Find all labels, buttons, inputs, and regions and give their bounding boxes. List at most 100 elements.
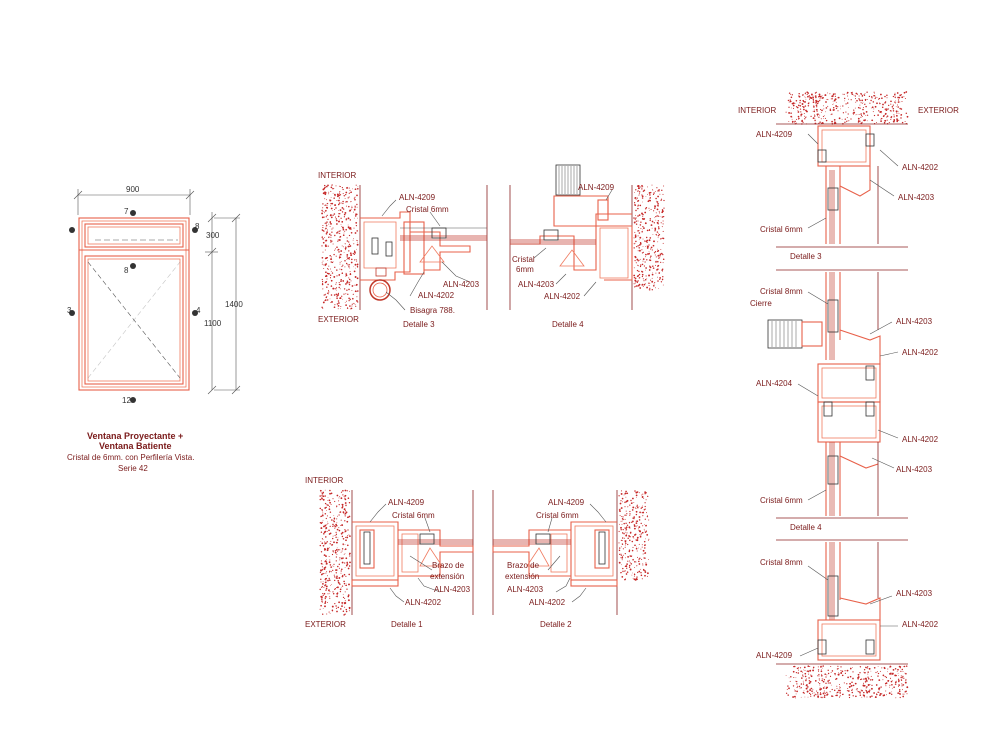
wall-stipple-dot (662, 193, 664, 195)
wall-stipple-dot (638, 187, 640, 190)
wall-stipple-dot (870, 687, 873, 690)
wall-stipple-dot (798, 117, 800, 120)
wall-stipple-dot (834, 122, 837, 125)
wall-stipple-dot (900, 108, 902, 110)
wall-stipple-dot (331, 228, 333, 230)
wall-stipple-dot (626, 492, 629, 495)
detail2-label-aln4203: ALN-4203 (507, 585, 544, 594)
wall-stipple-dot (652, 189, 654, 191)
wall-stipple-dot (835, 677, 838, 680)
wall-stipple-dot (629, 539, 631, 542)
wall-stipple-dot (349, 219, 352, 221)
wall-stipple-dot (625, 540, 627, 541)
wall-stipple-dot (865, 100, 866, 101)
wall-stipple-dot (352, 285, 354, 287)
wall-stipple-dot (654, 228, 657, 230)
wall-stipple-dot (822, 115, 824, 118)
wall-stipple-dot (645, 236, 648, 239)
wall-stipple-dot (637, 571, 639, 574)
wall-stipple-dot (635, 494, 638, 497)
wall-stipple-dot (322, 260, 324, 262)
wall-stipple-dot (324, 236, 325, 238)
wall-stipple-dot (798, 685, 801, 688)
wall-stipple-dot (654, 191, 656, 193)
wall-stipple-dot (620, 554, 622, 556)
wall-stipple-dot (800, 683, 803, 685)
detail1-caption: Detalle 1 (391, 620, 423, 629)
detail2-caption: Detalle 2 (540, 620, 572, 629)
wall-stipple-dot (846, 669, 849, 672)
wall-stipple-dot (801, 677, 803, 679)
wall-stipple-dot (651, 184, 653, 186)
wall-stipple-dot (817, 666, 819, 668)
section-caption-top: Detalle 3 (790, 252, 822, 261)
wall-stipple-dot (347, 224, 349, 226)
wall-stipple-dot (348, 288, 350, 291)
wall-stipple-dot (640, 228, 642, 230)
wall-stipple-dot (647, 495, 649, 498)
wall-stipple-dot (813, 109, 815, 111)
wall-stipple-dot (323, 216, 325, 218)
wall-stipple-dot (642, 246, 644, 247)
wall-stipple-dot (322, 608, 324, 609)
wall-stipple-dot (334, 249, 336, 251)
wall-stipple-dot (815, 99, 817, 102)
wall-stipple-dot (815, 101, 817, 103)
wall-stipple-dot (838, 687, 840, 689)
wall-stipple-dot (331, 610, 333, 612)
wall-stipple-dot (624, 501, 626, 504)
wall-stipple-dot (788, 677, 790, 679)
wall-stipple-dot (635, 546, 637, 548)
wall-stipple-dot (657, 203, 659, 205)
wall-stipple-dot (329, 579, 331, 582)
wall-stipple-dot (348, 266, 350, 268)
wall-stipple-dot (841, 674, 844, 677)
wall-stipple-dot (840, 672, 843, 674)
wall-stipple-dot (635, 577, 637, 579)
wall-stipple-dot (629, 535, 631, 538)
wall-stipple-dot (861, 116, 863, 117)
wall-stipple-dot (885, 685, 887, 687)
wall-stipple-dot (657, 226, 660, 228)
wall-stipple-dot (338, 548, 340, 551)
wall-stipple-dot (851, 688, 853, 690)
wall-stipple-dot (658, 210, 660, 212)
wall-stipple-dot (805, 99, 807, 101)
wall-stipple-dot (323, 187, 326, 190)
wall-stipple-dot (846, 93, 848, 95)
wall-stipple-dot (619, 553, 621, 556)
wall-stipple-dot (331, 553, 334, 556)
wall-stipple-dot (355, 213, 357, 216)
wall-stipple-dot (626, 534, 628, 535)
wall-stipple-dot (656, 215, 658, 217)
wall-stipple-dot (325, 209, 327, 212)
wall-stipple-dot (354, 252, 356, 254)
wall-stipple-dot (805, 679, 807, 682)
detail1-label-extension: extensión (430, 572, 464, 581)
wall-stipple-dot (320, 492, 322, 493)
wall-stipple-dot (645, 267, 647, 269)
wall-stipple-dot (629, 510, 631, 513)
wall-stipple-dot (827, 682, 829, 684)
wall-stipple-dot (342, 512, 345, 514)
wall-stipple-dot (657, 214, 659, 216)
wall-stipple-dot (802, 94, 804, 96)
wall-stipple-dot (339, 511, 341, 513)
wall-stipple-dot (620, 557, 621, 559)
wall-stipple-dot (351, 289, 353, 291)
wall-stipple-dot (646, 259, 648, 261)
wall-stipple-dot (324, 489, 326, 491)
wall-stipple-dot (902, 689, 903, 691)
wall-stipple-dot (638, 239, 640, 241)
wall-stipple-dot (639, 258, 641, 260)
wall-stipple-dot (638, 283, 641, 286)
wall-stipple-dot (788, 688, 790, 690)
wall-stipple-dot (333, 188, 335, 189)
wall-stipple-dot (333, 515, 335, 516)
wall-stipple-dot (324, 542, 327, 545)
wall-stipple-dot (332, 287, 335, 290)
wall-stipple-dot (878, 688, 880, 690)
wall-stipple-dot (827, 680, 829, 682)
wall-stipple-dot (348, 234, 351, 237)
wall-stipple-dot (632, 517, 634, 519)
